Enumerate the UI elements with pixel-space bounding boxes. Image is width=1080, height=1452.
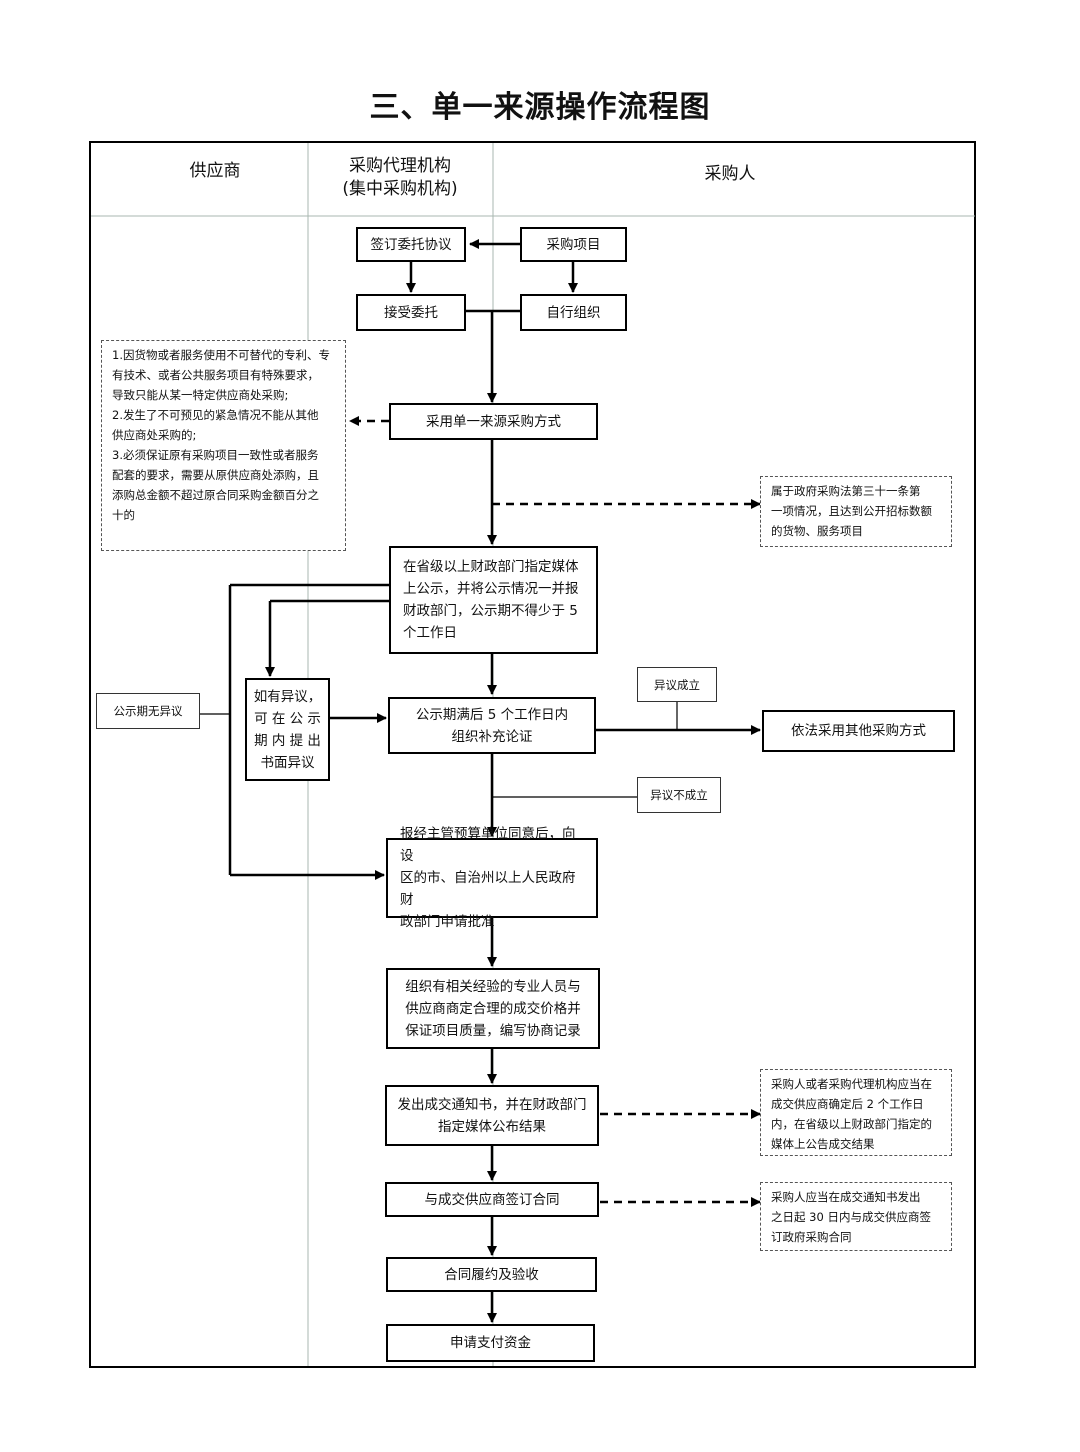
node-adopt-single-source: 采用单一来源采购方式 [389,403,598,440]
node-notice-line: 指定媒体公布结果 [438,1118,546,1135]
node-sign-agreement: 签订委托协议 [356,227,466,262]
node-apply-approval: 报经主管预算单位同意后，向设 区的市、自治州以上人民政府财 政部门申请批准 [386,826,598,930]
node-argument-line: 组织补充论证 [451,728,533,745]
node-publicize-line: 在省级以上财政部门指定媒体 [403,559,579,575]
node-publicize-line: 个工作日 [403,625,457,641]
page-title: 三、单一来源操作流程图 [369,90,711,125]
node-negotiate-line: 组织有相关经验的专业人员与 [405,978,581,995]
note-conditions-line: 导致只能从某一特定供应商处采购; [112,388,289,402]
node-organize-argument: 公示期满后 5 个工作日内 组织补充论证 [388,697,596,754]
column-header-agency-line2: (集中采购机构) [342,179,458,199]
note-conditions-line: 有技术、或者公共服务项目有特殊要求， [112,368,319,382]
flowchart-frame [89,141,976,1368]
node-objection-submit: 如有异议， 可 在 公 示 期 内 提 出 书面异议 [245,678,330,781]
node-approval-line: 区的市、自治州以上人民政府财 [400,870,576,908]
note-public-bidding-line: 一项情况，且达到公开招标数额 [771,504,932,518]
node-objection-line: 如有异议， [253,688,322,705]
node-objection-line: 书面异议 [260,754,315,771]
node-other-method: 依法采用其他采购方式 [762,710,955,752]
node-approval-line: 政部门申请批准 [400,914,495,930]
note-public-bidding-line: 的货物、服务项目 [771,524,863,538]
note-announce-line: 采购人或者采购代理机构应当在 [771,1077,932,1091]
note-announce-line: 成交供应商确定后 2 个工作日 [771,1097,924,1111]
node-self-organize: 自行组织 [520,294,627,331]
node-negotiate: 组织有相关经验的专业人员与 供应商商定合理的成交价格并 保证项目质量，编写协商记… [386,968,600,1049]
note-conditions-line: 供应商处采购的; [112,428,197,442]
node-accept-entrust: 接受委托 [356,294,466,331]
note-conditions-line: 2.发生了不可预见的紧急情况不能从其他 [112,408,319,422]
label-objection-valid: 异议成立 [637,667,717,702]
node-purchase-project: 采购项目 [520,227,627,262]
node-sign-contract: 与成交供应商签订合同 [385,1182,599,1217]
note-contract-deadline: 采购人应当在成交通知书发出 之日起 30 日内与成交供应商签 订政府采购合同 [760,1182,952,1251]
note-announce-line: 内，在省级以上财政部门指定的 [771,1117,932,1131]
node-perform-accept: 合同履约及验收 [386,1257,597,1292]
node-publicize-line: 上公示，并将公示情况一并报 [403,581,579,597]
note-public-bidding: 属于政府采购法第三十一条第 一项情况，且达到公开招标数额 的货物、服务项目 [760,476,952,547]
node-issue-notice: 发出成交通知书，并在财政部门 指定媒体公布结果 [385,1085,599,1146]
node-publicize-line: 财政部门，公示期不得少于 5 [403,603,578,619]
node-negotiate-line: 供应商商定合理的成交价格并 [405,1000,581,1017]
note-conditions-line: 添购总金额不超过原合同采购金额百分之 [112,488,319,502]
node-argument-line: 公示期满后 5 个工作日内 [415,706,569,723]
note-conditions-line: 1.因货物或者服务使用不可替代的专利、专 [112,348,330,362]
node-approval-line: 报经主管预算单位同意后，向设 [400,826,576,864]
node-publicize: 在省级以上财政部门指定媒体 上公示，并将公示情况一并报 财政部门，公示期不得少于… [389,546,598,654]
note-conditions: 1.因货物或者服务使用不可替代的专利、专 有技术、或者公共服务项目有特殊要求， … [101,340,346,551]
column-header-agency: 采购代理机构 (集中采购机构) [320,155,480,201]
note-announce-line: 媒体上公告成交结果 [771,1137,875,1151]
note-announce-result: 采购人或者采购代理机构应当在 成交供应商确定后 2 个工作日 内，在省级以上财政… [760,1069,952,1156]
node-notice-line: 发出成交通知书，并在财政部门 [397,1096,587,1113]
note-contract-line: 之日起 30 日内与成交供应商签 [771,1210,931,1224]
node-objection-line: 可 在 公 示 [254,710,321,727]
node-objection-line: 期 内 提 出 [254,732,321,749]
note-conditions-line: 配套的要求，需要从原供应商处添购，且 [112,468,319,482]
column-header-purchaser: 采购人 [704,164,756,184]
note-conditions-line: 3.必须保证原有采购项目一致性或者服务 [112,448,319,462]
label-objection-invalid: 异议不成立 [637,777,721,813]
node-apply-payment: 申请支付资金 [386,1324,595,1362]
label-no-objection: 公示期无异议 [96,693,200,729]
note-contract-line: 订政府采购合同 [771,1230,852,1244]
node-negotiate-line: 保证项目质量，编写协商记录 [405,1022,581,1039]
note-contract-line: 采购人应当在成交通知书发出 [771,1190,921,1204]
note-public-bidding-line: 属于政府采购法第三十一条第 [771,484,921,498]
column-header-supplier: 供应商 [189,161,241,181]
column-header-agency-line1: 采购代理机构 [349,156,451,176]
note-conditions-line: 十的 [112,508,135,522]
